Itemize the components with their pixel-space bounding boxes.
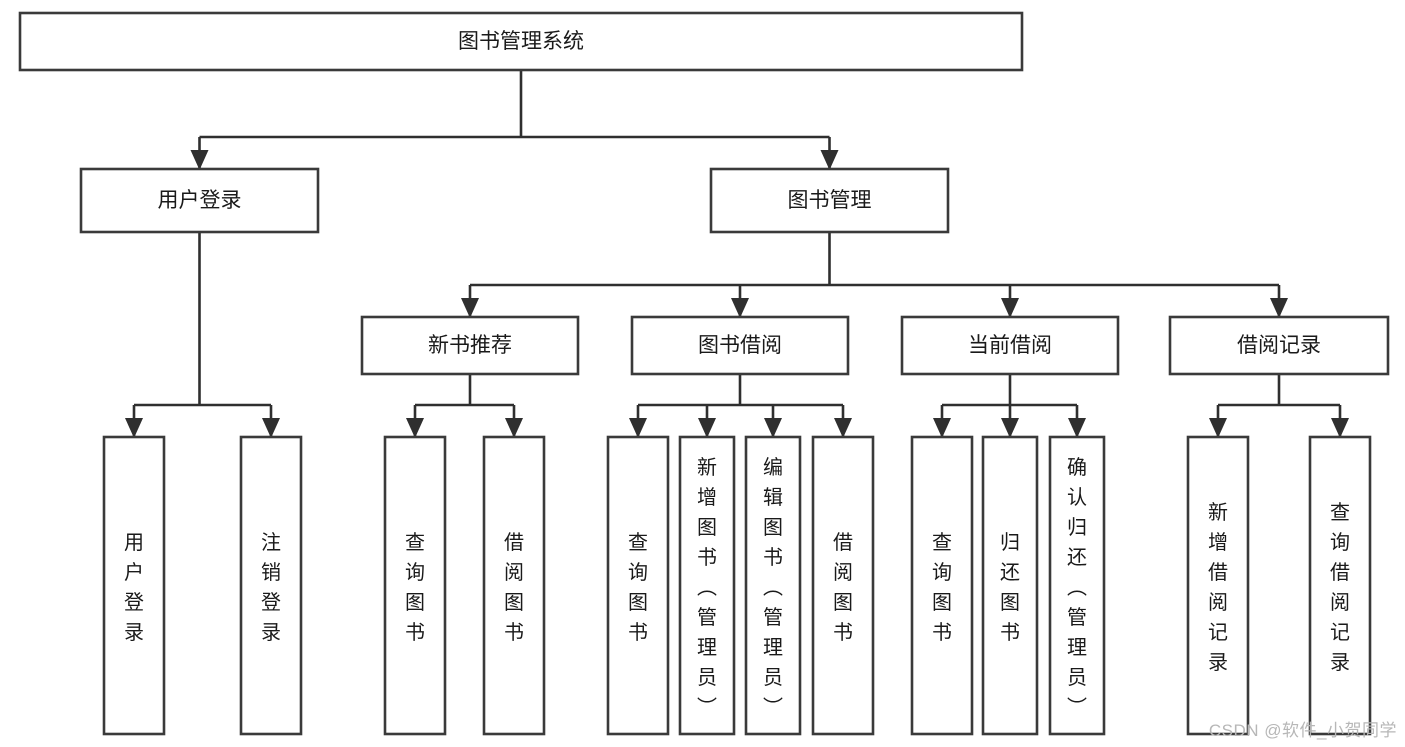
arrow-head-icon-login — [190, 150, 209, 170]
node-box-borrow[interactable] — [630, 315, 850, 376]
node-records[interactable]: 借阅记录 — [1168, 315, 1390, 376]
node-label-leaf-edit-book: 编辑图书︵管理员︶ — [763, 456, 783, 719]
arrow-head-icon-leaf-add-book — [698, 418, 716, 438]
arrow-head-icon-leaf-add-record — [1209, 418, 1227, 438]
node-leaf-query-book-3[interactable]: 查询图书 — [910, 435, 974, 736]
arrow-head-icon-borrow — [731, 298, 749, 318]
node-box-leaf-confirm-return[interactable] — [1048, 435, 1106, 736]
node-bookmgmt[interactable]: 图书管理 — [709, 167, 950, 234]
node-box-leaf-borrow-book-1[interactable] — [482, 435, 546, 736]
node-leaf-query-record[interactable]: 查询借阅记录 — [1308, 435, 1372, 736]
node-box-newbook[interactable] — [360, 315, 580, 376]
node-label-newbook: 新书推荐 — [428, 334, 512, 357]
node-box-leaf-query-record[interactable] — [1308, 435, 1372, 736]
node-label-current: 当前借阅 — [968, 334, 1052, 357]
node-current[interactable]: 当前借阅 — [900, 315, 1120, 376]
node-label-leaf-add-book: 新增图书︵管理员︶ — [697, 456, 717, 719]
arrow-head-icon-leaf-borrow-book-1 — [505, 418, 523, 438]
arrow-head-icon-leaf-query-book-3 — [933, 418, 951, 438]
node-leaf-query-book-2[interactable]: 查询图书 — [606, 435, 670, 736]
arrow-head-icon-leaf-query-book-2 — [629, 418, 647, 438]
node-root[interactable]: 图书管理系统 — [18, 11, 1024, 72]
node-label-leaf-query-book-2: 查询图书 — [628, 531, 648, 644]
edge-group-from-newbook — [406, 374, 523, 438]
node-box-leaf-add-record[interactable] — [1186, 435, 1250, 736]
edge-group-from-current — [933, 374, 1086, 438]
node-label-root: 图书管理系统 — [458, 30, 584, 53]
node-box-leaf-query-book-3[interactable] — [910, 435, 974, 736]
node-box-leaf-query-book-2[interactable] — [606, 435, 670, 736]
node-label-leaf-logout: 注销登录 — [261, 531, 281, 644]
node-label-leaf-user-login: 用户登录 — [124, 532, 144, 644]
node-label-records: 借阅记录 — [1237, 334, 1321, 357]
edge-group-from-bookmgmt — [461, 232, 1288, 318]
node-label-leaf-return-book: 归还图书 — [1000, 531, 1020, 644]
node-leaf-edit-book[interactable]: 编辑图书︵管理员︶ — [744, 435, 802, 736]
node-label-login: 用户登录 — [158, 189, 242, 212]
node-label-leaf-confirm-return: 确认归还︵管理员︶ — [1067, 456, 1087, 719]
node-label-leaf-borrow-book-2: 借阅图书 — [833, 531, 853, 644]
arrow-head-icon-leaf-query-book-1 — [406, 418, 424, 438]
node-label-leaf-borrow-book-1: 借阅图书 — [504, 531, 524, 644]
watermark-text: CSDN @软件_小贺同学 — [1208, 721, 1397, 740]
arrow-head-icon-leaf-user-login — [125, 418, 143, 438]
arrow-head-icon-newbook — [461, 298, 479, 318]
node-box-leaf-user-login[interactable] — [102, 435, 166, 736]
arrow-head-icon-records — [1270, 298, 1288, 318]
node-box-bookmgmt[interactable] — [709, 167, 950, 234]
arrow-head-icon-leaf-confirm-return — [1068, 418, 1086, 438]
node-box-records[interactable] — [1168, 315, 1390, 376]
node-label-leaf-add-record: 新增借阅记录 — [1208, 501, 1228, 674]
node-borrow[interactable]: 图书借阅 — [630, 315, 850, 376]
arrow-head-icon-current — [1001, 298, 1019, 318]
node-leaf-return-book[interactable]: 归还图书 — [981, 435, 1039, 736]
node-label-borrow: 图书借阅 — [698, 334, 782, 357]
node-leaf-add-book[interactable]: 新增图书︵管理员︶ — [678, 435, 736, 736]
node-box-root[interactable] — [18, 11, 1024, 72]
node-login[interactable]: 用户登录 — [79, 167, 320, 234]
node-leaf-borrow-book-2[interactable]: 借阅图书 — [811, 435, 875, 736]
node-newbook[interactable]: 新书推荐 — [360, 315, 580, 376]
node-layer: 图书管理系统用户登录图书管理新书推荐图书借阅当前借阅借阅记录用户登录注销登录查询… — [18, 11, 1390, 736]
node-box-login[interactable] — [79, 167, 320, 234]
node-leaf-add-record[interactable]: 新增借阅记录 — [1186, 435, 1250, 736]
node-label-leaf-query-record: 查询借阅记录 — [1330, 501, 1350, 674]
arrow-head-icon-bookmgmt — [820, 150, 839, 170]
edge-group-from-borrow — [629, 374, 852, 438]
node-leaf-user-login[interactable]: 用户登录 — [102, 435, 166, 736]
edge-group-from-root — [190, 70, 839, 170]
node-label-leaf-query-book-1: 查询图书 — [405, 531, 425, 644]
connector-layer — [125, 70, 1349, 438]
node-box-leaf-return-book[interactable] — [981, 435, 1039, 736]
node-box-leaf-logout[interactable] — [239, 435, 303, 736]
node-leaf-query-book-1[interactable]: 查询图书 — [383, 435, 447, 736]
edge-group-from-login — [125, 232, 280, 438]
node-label-bookmgmt: 图书管理 — [788, 189, 872, 212]
arrow-head-icon-leaf-edit-book — [764, 418, 782, 438]
arrow-head-icon-leaf-query-record — [1331, 418, 1349, 438]
arrow-head-icon-leaf-borrow-book-2 — [834, 418, 852, 438]
node-leaf-logout[interactable]: 注销登录 — [239, 435, 303, 736]
node-box-leaf-add-book[interactable] — [678, 435, 736, 736]
node-leaf-borrow-book-1[interactable]: 借阅图书 — [482, 435, 546, 736]
node-leaf-confirm-return[interactable]: 确认归还︵管理员︶ — [1048, 435, 1106, 736]
node-box-leaf-edit-book[interactable] — [744, 435, 802, 736]
node-box-leaf-borrow-book-2[interactable] — [811, 435, 875, 736]
node-label-leaf-query-book-3: 查询图书 — [932, 531, 952, 644]
arrow-head-icon-leaf-logout — [262, 418, 280, 438]
node-box-current[interactable] — [900, 315, 1120, 376]
node-box-leaf-query-book-1[interactable] — [383, 435, 447, 736]
arrow-head-icon-leaf-return-book — [1001, 418, 1019, 438]
edge-group-from-records — [1209, 374, 1349, 438]
